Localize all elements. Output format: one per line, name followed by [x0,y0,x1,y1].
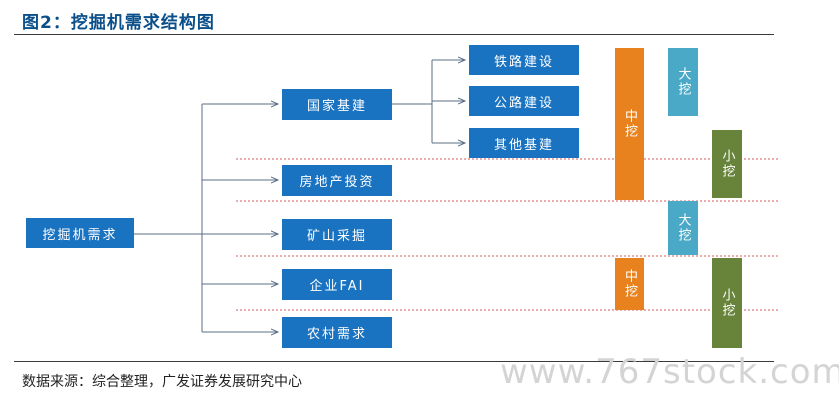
source-note: 数据来源：综合整理，广发证券发展研究中心 [22,374,302,390]
node-other-infrastructure: 其他基建 [469,128,579,158]
bottom-rule [14,361,774,362]
node-mining: 矿山采掘 [282,219,392,250]
tag-medium-excavator-top: 中挖 [615,48,644,200]
tag-large-excavator-mid: 大挖 [668,201,698,255]
node-rural-demand: 农村需求 [282,317,392,348]
node-enterprise-fai: 企业FAI [282,269,392,300]
tag-small-excavator-top: 小挖 [712,130,742,198]
node-railway-construction: 铁路建设 [469,45,579,75]
figure-title: 图2：挖掘机需求结构图 [22,13,215,33]
node-excavator-demand: 挖掘机需求 [26,218,134,248]
tag-large-excavator-top: 大挖 [668,48,698,116]
tag-medium-excavator-bottom: 中挖 [615,258,644,310]
tag-small-excavator-bottom: 小挖 [712,258,742,348]
node-highway-construction: 公路建设 [469,86,579,116]
top-rule [14,34,774,35]
node-real-estate-investment: 房地产投资 [282,165,392,196]
node-national-infrastructure: 国家基建 [282,89,392,120]
watermark: www.767stock.com [500,352,839,392]
